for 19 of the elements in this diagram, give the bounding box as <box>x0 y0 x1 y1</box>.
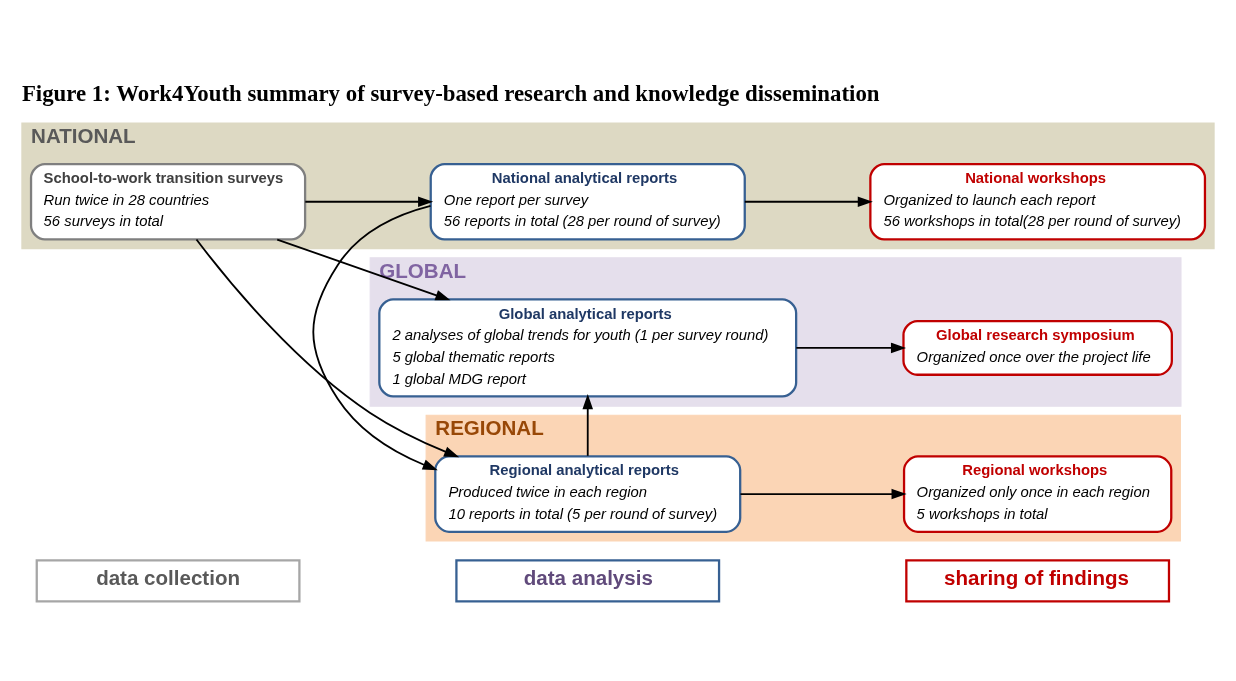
arrow <box>195 238 460 458</box>
node-box: National analytical reports One report per survey 56 reports in total (28 per round of survey) <box>429 162 746 241</box>
arrow <box>795 342 907 354</box>
node-box: Regional workshops Organized only once in each region 5 workshops in total <box>902 455 1173 533</box>
node-box: National workshops Organized to launch each report 56 workshops in total(28 per round of survey) <box>869 162 1207 241</box>
node-box: sharing of findings <box>905 559 1171 603</box>
arrow <box>312 205 438 471</box>
node-box: Regional analytical reports Produced twice in each region 10 reports in total (5 per round of survey) <box>434 455 742 533</box>
arrow <box>276 238 451 301</box>
node-box: data collection <box>35 559 301 603</box>
node-box: Global analytical reports 2 analyses of global trends for youth (1 per survey round) 5 global thematic reports 1 global MDG report <box>378 298 798 398</box>
diagram-title: Figure 1: Work4Youth summary of survey-based research and knowledge dissemination <box>21 81 880 107</box>
node-box: data analysis <box>455 559 721 603</box>
arrow <box>582 394 594 457</box>
arrow <box>304 196 434 208</box>
node-box: School-to-work transition surveys Run twice in 28 countries 56 surveys in total <box>29 162 307 241</box>
arrow <box>743 196 873 208</box>
node-box: Global research symposium Organized once over the project life <box>902 319 1173 376</box>
arrow <box>739 488 907 500</box>
